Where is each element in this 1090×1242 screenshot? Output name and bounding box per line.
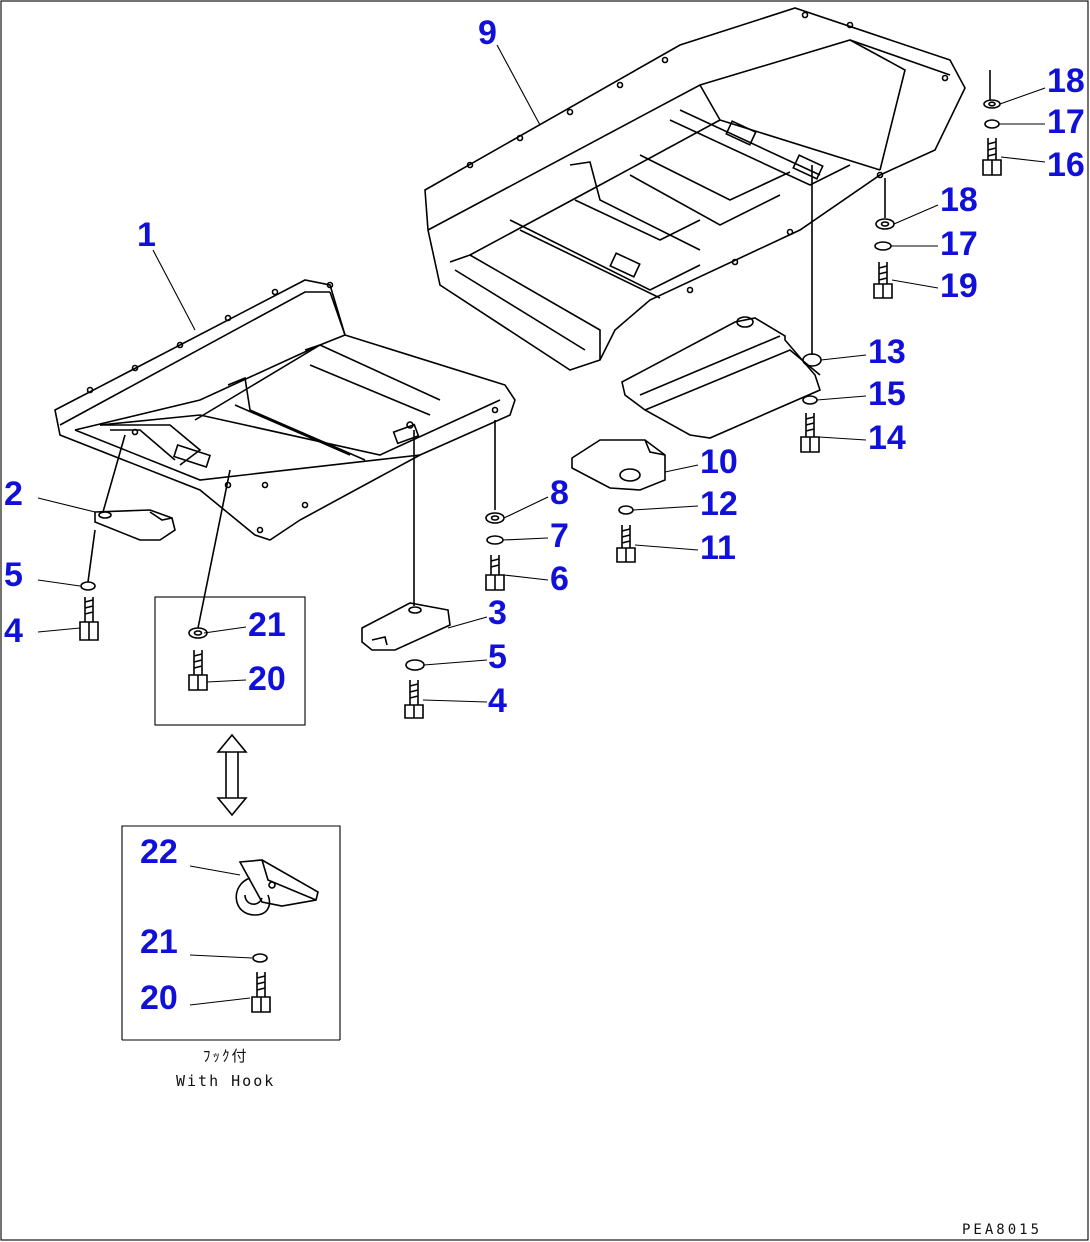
callout-3: 3 (488, 594, 507, 632)
caption-japanese: ﾌｯｸ付 (203, 1047, 249, 1065)
washer-5-left (80, 581, 96, 591)
callout-17-mid: 17 (940, 225, 978, 263)
callout-18-mid: 18 (940, 181, 978, 219)
washer-17-top (984, 119, 1000, 129)
callout-4-left: 4 (4, 612, 23, 650)
washer-7 (486, 535, 504, 545)
washer-21-hook (252, 953, 268, 963)
plate-13 (621, 165, 822, 439)
washer-18-top (983, 99, 1001, 109)
bolt-16 (982, 138, 1002, 176)
callout-18-top: 18 (1047, 62, 1085, 100)
leader-5-left (87, 529, 96, 583)
bolt-20-top (188, 650, 208, 691)
callout-17-top: 17 (1047, 103, 1085, 141)
callout-2: 2 (4, 475, 23, 513)
leader-lines (37, 44, 1046, 1006)
callout-14: 14 (868, 419, 906, 457)
bolt-19 (873, 262, 893, 299)
callout-20-top: 20 (248, 660, 286, 698)
bolt-4-left (79, 597, 99, 641)
callout-21-top: 21 (248, 606, 286, 644)
callout-12: 12 (700, 485, 738, 523)
callout-13: 13 (868, 333, 906, 371)
washer-5-center (405, 659, 425, 671)
washer-18-mid (875, 218, 895, 230)
detail-box-top (154, 596, 306, 726)
washer-8 (485, 512, 505, 524)
double-arrow-icon (216, 733, 248, 817)
washer-17-mid (874, 241, 892, 251)
callout-20-hook: 20 (140, 979, 178, 1017)
washer-12 (618, 505, 634, 515)
washer-15 (802, 395, 818, 405)
callout-7: 7 (550, 517, 569, 555)
callout-22: 22 (140, 833, 178, 871)
callout-9: 9 (478, 14, 497, 52)
bolt-20-hook (251, 972, 271, 1013)
bolt-4-center (404, 680, 424, 719)
plate-3 (361, 430, 451, 651)
callout-16: 16 (1047, 146, 1085, 184)
cover-10 (571, 439, 666, 491)
callout-5-left: 5 (4, 556, 23, 594)
callout-10: 10 (700, 443, 738, 481)
hook-22 (235, 859, 319, 916)
drawing-code: PEA8015 (962, 1222, 1043, 1238)
callout-8: 8 (550, 474, 569, 512)
undercover-1 (54, 279, 516, 541)
bolt-14 (800, 413, 820, 453)
callout-15: 15 (868, 375, 906, 413)
leader-21-top (197, 469, 231, 629)
callout-4-center: 4 (488, 682, 507, 720)
undercover-9 (424, 7, 966, 371)
callout-1: 1 (137, 216, 156, 254)
plate-2 (94, 434, 176, 541)
callout-21-hook: 21 (140, 923, 178, 961)
callout-5-center: 5 (488, 638, 507, 676)
detail-box-hook (121, 825, 341, 1040)
bolt-6 (485, 555, 505, 591)
bolt-11 (616, 525, 636, 563)
callout-11: 11 (700, 529, 736, 567)
callout-19: 19 (940, 267, 978, 305)
caption-with-hook: With Hook (176, 1072, 276, 1090)
callout-6: 6 (550, 560, 569, 598)
